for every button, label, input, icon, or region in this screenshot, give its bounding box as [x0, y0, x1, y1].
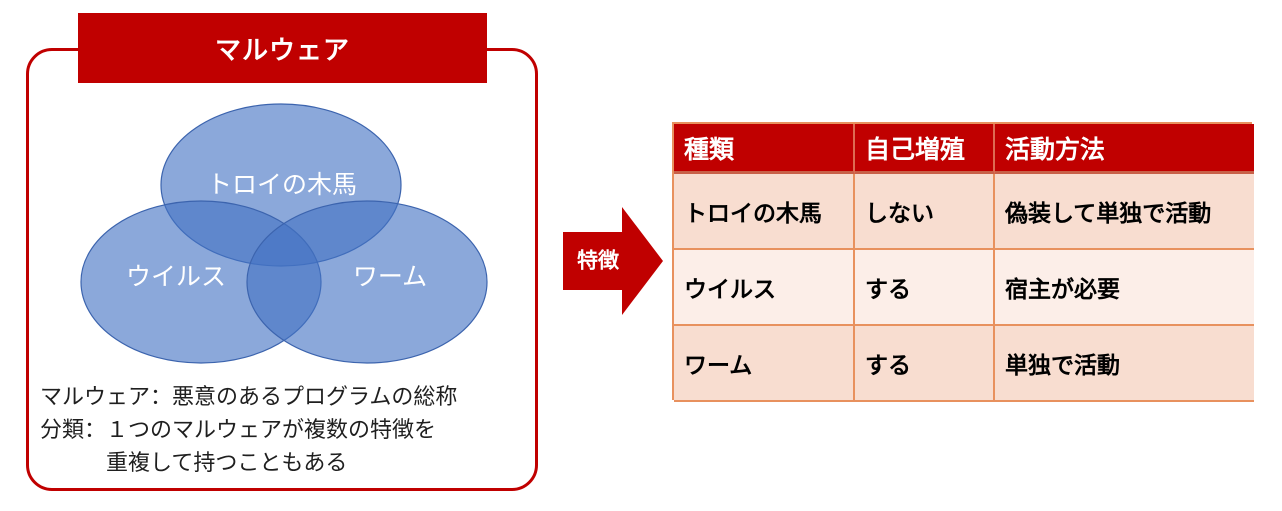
table-cell-worm-activity: 単独で活動: [995, 326, 1254, 402]
table-cell-worm-replication: する: [855, 326, 995, 402]
table-cell-trojan-activity: 偽装して単独で活動: [995, 174, 1254, 250]
table-cell-virus-replication: する: [855, 250, 995, 326]
table-cell-trojan-replication: しない: [855, 174, 995, 250]
caption-line-3: 重複して持つこともある: [106, 450, 348, 475]
arrow-label: 特徴: [577, 249, 620, 273]
table-cell-worm-type: ワーム: [674, 326, 855, 402]
table-header-activity: 活動方法: [995, 124, 1254, 174]
table-header-replication: 自己増殖: [855, 124, 995, 174]
malware-title-banner: マルウェア: [78, 13, 487, 83]
malware-title-label: マルウェア: [214, 34, 350, 65]
feature-arrow: 特徴: [563, 207, 663, 315]
venn-label-trojan: トロイの木馬: [207, 171, 357, 199]
venn-label-worm: ワーム: [353, 263, 427, 291]
table-cell-trojan-type: トロイの木馬: [674, 174, 855, 250]
table-header-type: 種類: [674, 124, 855, 174]
venn-diagram: トロイの木馬 ウイルス ワーム: [80, 103, 488, 364]
malware-caption: マルウェア：悪意のあるプログラムの総称 分類：１つのマルウェアが複数の特徴を 重…: [40, 380, 530, 479]
table-cell-virus-type: ウイルス: [674, 250, 855, 326]
table-cell-virus-activity: 宿主が必要: [995, 250, 1254, 326]
malware-feature-table: 種類 自己増殖 活動方法 トロイの木馬 しない 偽装して単独で活動 ウイルス す…: [672, 122, 1254, 402]
venn-label-virus: ウイルス: [126, 263, 226, 291]
arrow-shape: [563, 207, 663, 315]
caption-line-1: マルウェア：悪意のあるプログラムの総称: [40, 384, 458, 409]
caption-line-2: 分類：１つのマルウェアが複数の特徴を: [40, 417, 437, 442]
venn-ellipse-worm: [246, 200, 488, 364]
